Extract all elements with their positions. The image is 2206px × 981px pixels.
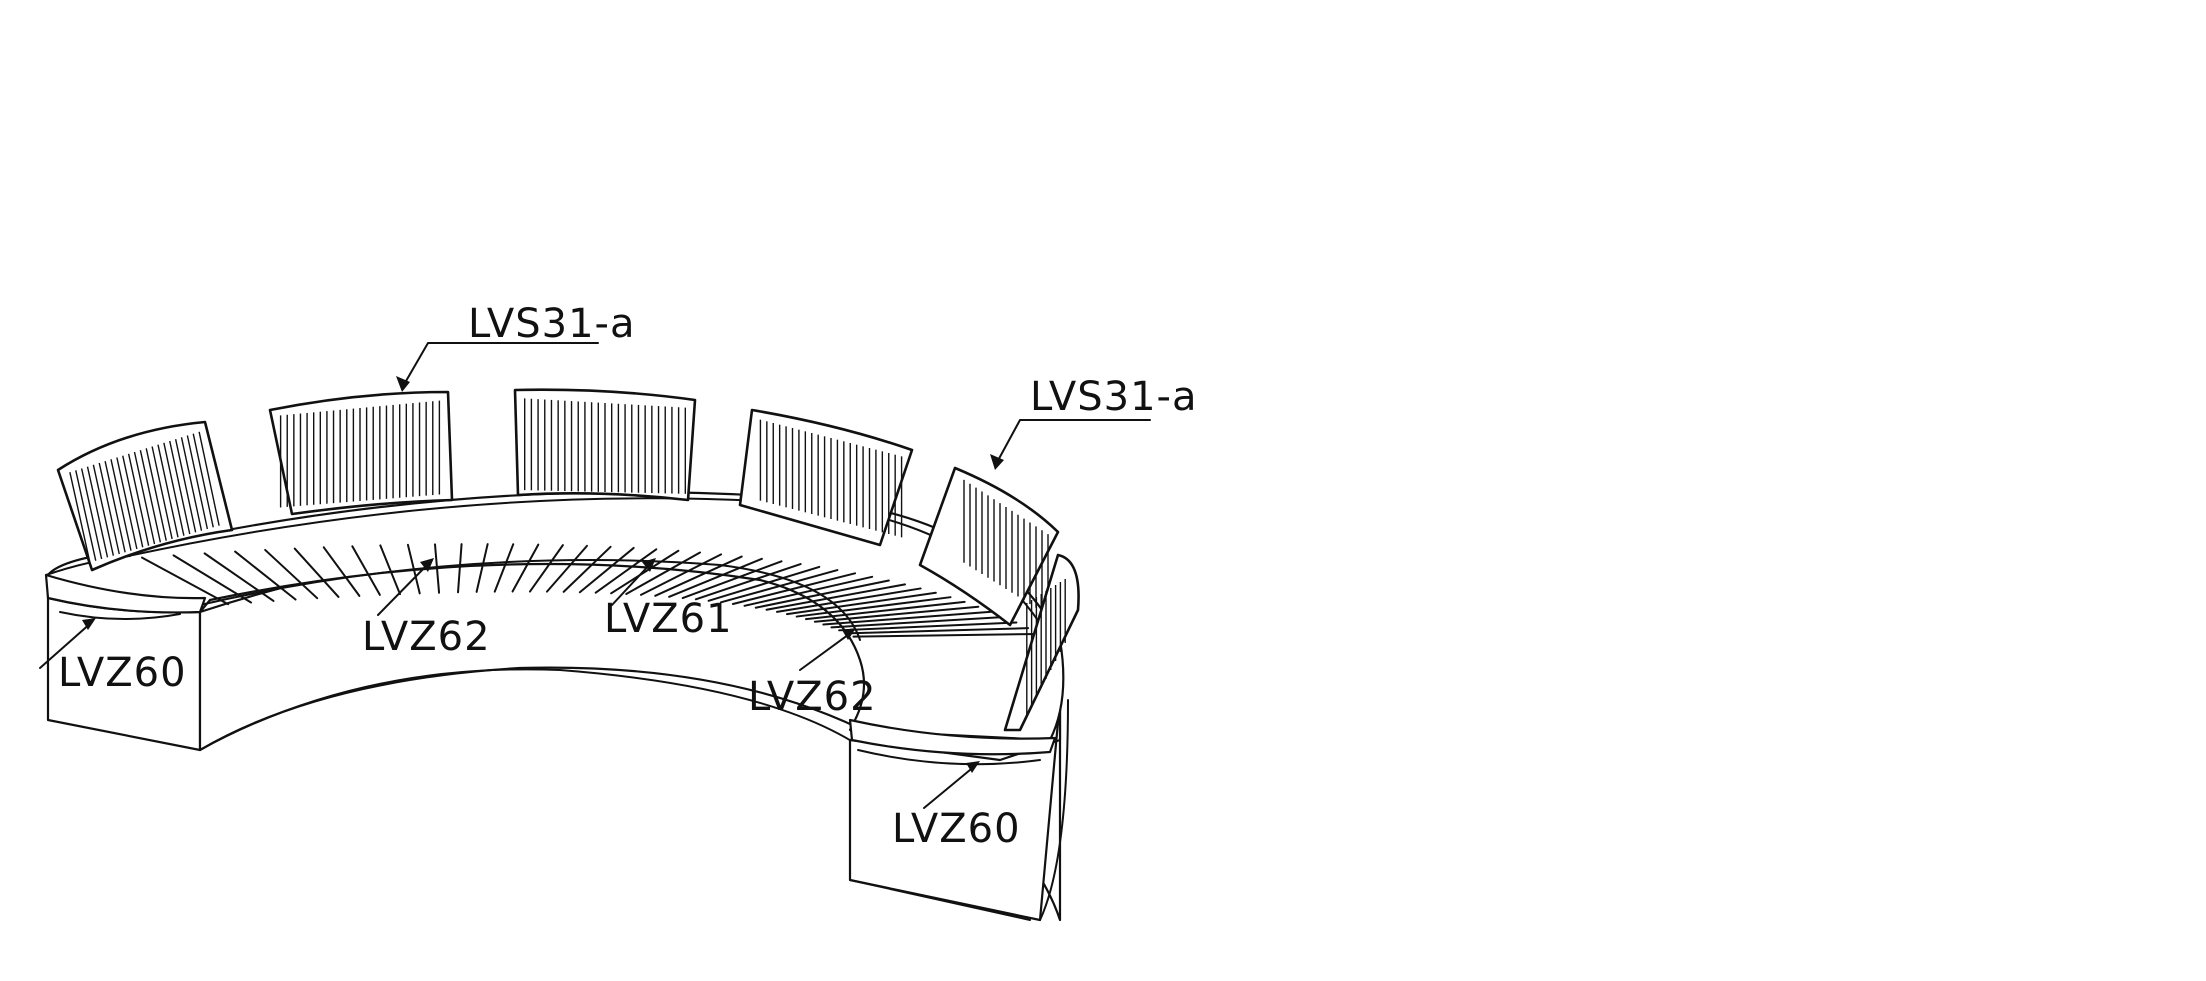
seat-slat-line xyxy=(141,556,230,606)
seat-slat-line xyxy=(234,550,297,601)
leaders xyxy=(39,342,1151,809)
seat-slat-line xyxy=(754,579,890,609)
seat-ring xyxy=(46,490,1065,742)
seat-slat-line xyxy=(406,543,421,595)
seat-slat-line xyxy=(786,591,937,616)
seat-slat-line xyxy=(694,563,802,601)
seat-slat-line xyxy=(654,555,743,597)
seat-slat-line xyxy=(845,627,1030,635)
seat-slats xyxy=(141,543,1041,638)
backrest-stave xyxy=(145,448,167,541)
seat-slat-line xyxy=(731,572,857,606)
seat-slat-line xyxy=(822,610,993,626)
backrest-4 xyxy=(738,408,914,547)
backrest-5 xyxy=(918,466,1060,627)
seat-slat-line xyxy=(830,616,1006,629)
backrest-stave xyxy=(69,472,91,563)
seat-slat-line xyxy=(475,543,489,593)
backrest-stave xyxy=(110,459,132,551)
seat-slat-line xyxy=(528,544,564,593)
seat-slat-line xyxy=(719,569,839,604)
seat-slat-line xyxy=(264,548,319,600)
callout-lvs31a-right: LVS31-a xyxy=(1030,374,1198,420)
seat-slat-line xyxy=(351,545,381,596)
backrest-stave xyxy=(127,453,150,546)
backrest-stave xyxy=(122,455,144,548)
seat-slat-line xyxy=(203,552,275,602)
seat-slat-line xyxy=(707,565,821,602)
seat-slat-line xyxy=(610,549,680,595)
callout-lvz61-center: LVZ61 xyxy=(604,596,733,642)
backrest-stave xyxy=(174,439,197,533)
callout-lvz60-left: LVZ60 xyxy=(58,650,187,696)
backrest-stave xyxy=(80,468,103,560)
backrest-stave xyxy=(192,433,214,528)
backrest-6 xyxy=(1003,553,1080,732)
backrest-stave xyxy=(163,442,185,536)
backrest-stave xyxy=(86,466,109,558)
backrest-stave xyxy=(186,435,209,530)
seat-slat-line xyxy=(765,583,906,611)
backrest-stave xyxy=(98,462,120,555)
seat-slat-line xyxy=(813,605,980,623)
seat-slat-line xyxy=(457,543,463,594)
backrest-stave xyxy=(151,446,173,540)
callout-lvz60-right: LVZ60 xyxy=(892,806,1021,852)
backrest-1 xyxy=(56,420,234,572)
seat-slat-line xyxy=(852,632,1041,638)
backrest-stave xyxy=(133,451,156,545)
seat-slat-line xyxy=(545,544,588,593)
seat-slat-line xyxy=(322,546,361,597)
seat-slat-line xyxy=(639,553,723,596)
seat-slat-line xyxy=(775,587,922,613)
seat-slat-line xyxy=(562,545,612,593)
seat-slat-line xyxy=(795,596,952,618)
backrest-stave xyxy=(75,470,97,561)
backrest-3 xyxy=(513,388,697,502)
seat-slat-line xyxy=(625,551,701,595)
seat-slat-line xyxy=(743,575,874,607)
end-cap-right xyxy=(848,718,1057,766)
backrest-stave xyxy=(198,431,220,526)
seat-slat-line xyxy=(578,546,635,594)
callout-lvs31a-top: LVS31-a xyxy=(468,301,636,347)
seat-slat-line xyxy=(379,544,401,596)
seat-slat-line xyxy=(434,543,441,594)
seat-slat-line xyxy=(838,621,1018,632)
backrest-stave xyxy=(116,457,138,550)
backrest-stave xyxy=(139,450,162,543)
backrest-stave xyxy=(157,444,179,538)
backrest-stave xyxy=(92,464,115,556)
seat-slat-line xyxy=(172,554,253,604)
backrest-stave xyxy=(180,437,203,531)
seat-slat-line xyxy=(804,600,966,621)
backrest-stave xyxy=(169,440,191,535)
backrests xyxy=(56,388,1080,732)
seat-slat-line xyxy=(668,557,763,598)
seat-slat-line xyxy=(493,543,515,593)
seat-slat-line xyxy=(681,560,783,600)
seat-slat-line xyxy=(511,543,540,593)
callout-lvz62-left: LVZ62 xyxy=(362,614,491,660)
backrest-2 xyxy=(268,390,454,516)
seat-slat-line xyxy=(293,547,340,598)
backrest-stave xyxy=(104,461,126,553)
callout-lvz62-right: LVZ62 xyxy=(748,674,877,720)
seat-slat-line xyxy=(594,548,658,594)
